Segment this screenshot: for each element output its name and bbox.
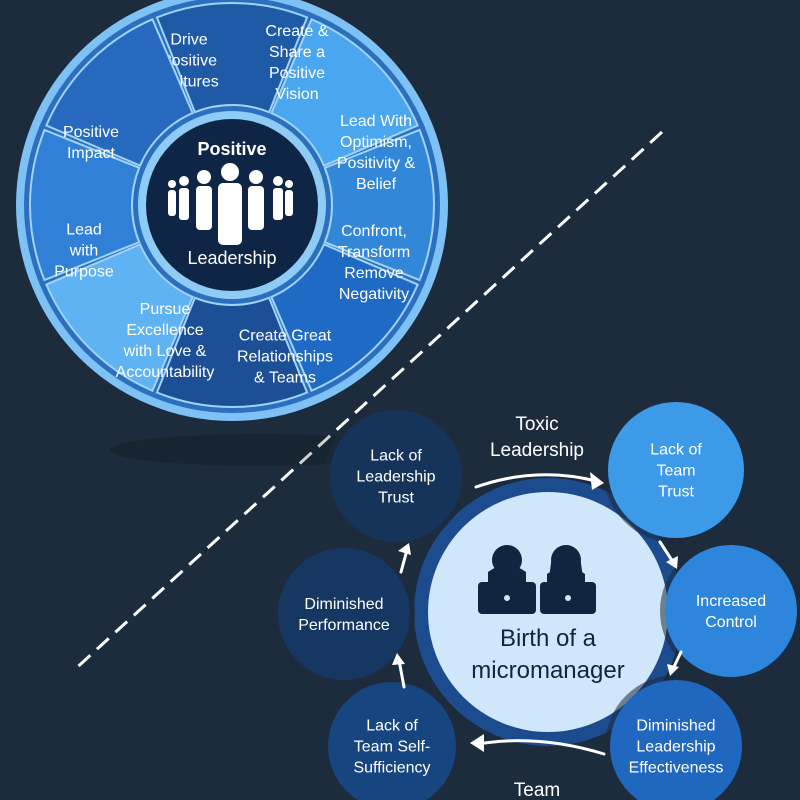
toxic-label-line-1: Toxic <box>515 414 558 435</box>
segment-pursue-excellence-line-3: with Love & <box>123 343 207 360</box>
segment-lead-with-purpose-line-1: Lead <box>66 222 102 239</box>
segment-lead-with-purpose-line-3: Purpose <box>54 264 114 281</box>
segment-confront-transform-line-1: Confront, <box>341 223 407 240</box>
segment-positive-impact-line-1: Positive <box>63 124 119 141</box>
cycle-center-line-1: Birth of a <box>500 625 597 652</box>
node-increased-control-line-1: Increased <box>696 593 766 610</box>
node-lack-of-team-self-sufficiency: Lack of Team Self- Sufficiency <box>323 677 461 800</box>
segment-confront-transform-line-4: Negativity <box>339 286 409 303</box>
segment-pursue-excellence-line-2: Excellence <box>126 322 203 339</box>
segment-create-relationships-line-3: & Teams <box>254 370 316 387</box>
segment-create-relationships-line-2: Relationships <box>237 349 333 366</box>
node-increased-control-line-2: Control <box>705 614 757 631</box>
segment-lead-with-purpose-line-2: with <box>69 243 98 260</box>
node-diminished-leadership-effectiveness-line-1: Diminished <box>636 718 715 735</box>
arrow-top <box>474 473 598 489</box>
node-lack-of-team-trust-line-1: Lack of <box>650 442 702 459</box>
segment-drive-positive-cultures-line-2: Positive <box>161 53 217 70</box>
segment-lead-with-optimism-line-3: Positivity & <box>337 155 416 172</box>
micromanager-cycle: Birth of a micromanager Lack of Leadershi… <box>273 397 800 800</box>
people-at-laptops-icon <box>478 545 596 614</box>
cycle-center-line-2: micromanager <box>471 657 624 684</box>
node-lack-of-leadership-trust-line-3: Trust <box>378 490 414 507</box>
wheel-center-subtitle: Leadership <box>187 248 276 268</box>
dashed-divider <box>70 130 664 674</box>
segment-create-share-vision-line-4: Vision <box>275 86 318 103</box>
arrow-right-1 <box>658 540 675 564</box>
arrow-bottom <box>476 739 606 756</box>
node-lack-of-team-trust-line-3: Trust <box>658 484 694 501</box>
node-diminished-performance-line-1: Diminished <box>304 596 383 613</box>
node-diminished-performance-line-2: Performance <box>298 617 390 634</box>
node-lack-of-team-trust-line-2: Team <box>656 463 695 480</box>
wheel-center-title: Positive <box>197 139 266 159</box>
arrow-left-1 <box>397 658 406 689</box>
segment-confront-transform-line-3: Remove <box>344 265 404 282</box>
team-people-icon <box>168 163 293 245</box>
arrow-left-2 <box>399 548 409 574</box>
segment-confront-transform-line-2: Transform <box>338 244 410 261</box>
node-diminished-leadership-effectiveness-line-3: Effectiveness <box>629 760 724 777</box>
node-lack-of-team-self-sufficiency-line-3: Sufficiency <box>353 760 430 777</box>
segment-create-share-vision-line-3: Positive <box>269 65 325 82</box>
segment-lead-with-optimism-line-1: Lead With <box>340 113 412 130</box>
segment-positive-impact-line-2: Impact <box>67 145 116 162</box>
segment-create-share-vision-line-1: Create & <box>265 23 328 40</box>
segment-create-share-vision-line-2: Share a <box>269 44 325 61</box>
team-label: Team <box>514 780 560 800</box>
node-lack-of-leadership-trust-line-1: Lack of <box>370 448 422 465</box>
node-lack-of-team-self-sufficiency-line-1: Lack of <box>366 718 418 735</box>
segment-pursue-excellence-line-4: Accountability <box>116 364 215 381</box>
toxic-label-line-2: Leadership <box>490 440 584 461</box>
segment-lead-with-optimism-line-2: Optimism, <box>340 134 412 151</box>
node-diminished-leadership-effectiveness-line-2: Leadership <box>636 739 715 756</box>
node-lack-of-leadership-trust-line-2: Leadership <box>356 469 435 486</box>
node-lack-of-team-self-sufficiency-line-2: Team Self- <box>354 739 430 756</box>
segment-lead-with-optimism-line-4: Belief <box>356 176 397 193</box>
segment-drive-positive-cultures-line-1: Drive <box>170 32 207 49</box>
segment-create-relationships-line-1: Create Great <box>239 328 332 345</box>
segment-pursue-excellence-line-1: Pursue <box>140 301 191 318</box>
